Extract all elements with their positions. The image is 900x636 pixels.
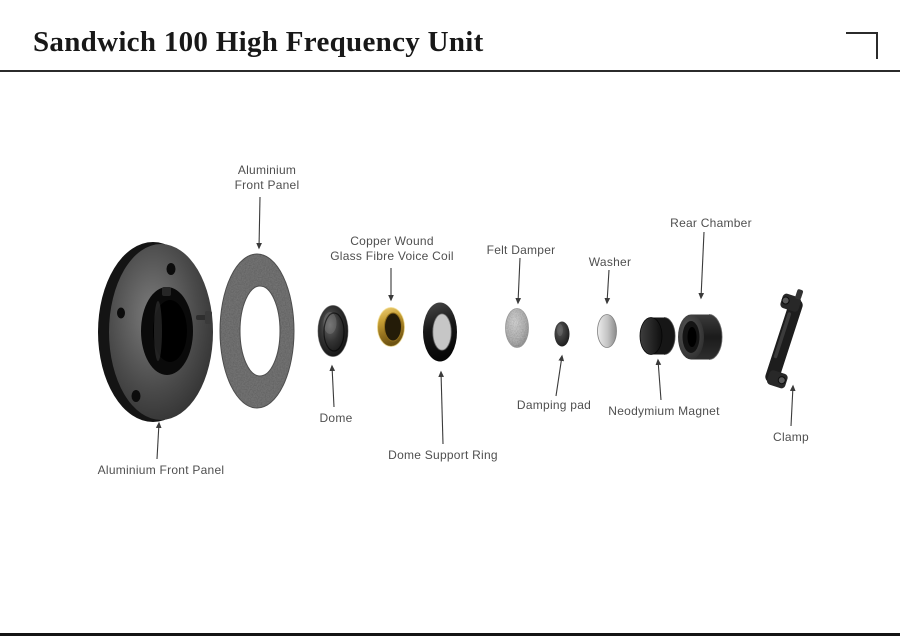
rear-chamber-part bbox=[678, 314, 723, 360]
arrow-rear-chamber bbox=[698, 231, 705, 300]
neodymium-magnet-part bbox=[639, 317, 676, 355]
arrow-dome bbox=[329, 364, 336, 408]
arrow-dome-support-ring bbox=[438, 370, 444, 445]
clamp-part bbox=[765, 289, 804, 389]
leader-arrows bbox=[155, 196, 796, 460]
header-divider bbox=[0, 70, 900, 72]
part-label-dome-support-ring: Dome Support Ring bbox=[388, 448, 498, 462]
arrow-gasket bbox=[256, 196, 262, 250]
corner-mark-icon bbox=[846, 32, 878, 59]
arrow-front-panel bbox=[155, 421, 162, 460]
voice-coil-part bbox=[377, 307, 405, 347]
arrow-clamp bbox=[789, 384, 796, 427]
part-label-washer: Washer bbox=[588, 255, 632, 269]
bottom-border bbox=[0, 633, 900, 636]
part-label-felt-damper: Felt Damper bbox=[486, 243, 556, 257]
washer-part bbox=[597, 314, 617, 348]
felt-damper-part bbox=[505, 308, 529, 348]
part-label-neodymium-magnet: Neodymium Magnet bbox=[608, 404, 720, 418]
arrow-damping-pad bbox=[555, 354, 565, 397]
aluminium-front-panel-part bbox=[98, 242, 213, 422]
damping-pad-part bbox=[554, 321, 570, 347]
part-label-voice-coil: Copper Wound Glass Fibre Voice Coil bbox=[330, 234, 454, 264]
gasket-ring-part bbox=[219, 253, 295, 409]
arrow-felt-damper bbox=[515, 257, 522, 305]
dome-support-ring-part bbox=[423, 302, 457, 362]
part-label-rear-chamber: Rear Chamber bbox=[670, 216, 752, 230]
part-label-aluminium-front-panel: Aluminium Front Panel bbox=[97, 463, 225, 477]
arrow-neodymium-magnet bbox=[655, 358, 662, 401]
part-label-aluminium-front-panel-gasket: Aluminium Front Panel bbox=[234, 163, 300, 193]
dome-part bbox=[317, 305, 349, 357]
arrow-washer bbox=[604, 269, 611, 305]
page-title: Sandwich 100 High Frequency Unit bbox=[33, 26, 484, 58]
part-label-dome: Dome bbox=[319, 411, 353, 425]
part-label-clamp: Clamp bbox=[773, 430, 809, 444]
part-label-damping-pad: Damping pad bbox=[516, 398, 592, 412]
